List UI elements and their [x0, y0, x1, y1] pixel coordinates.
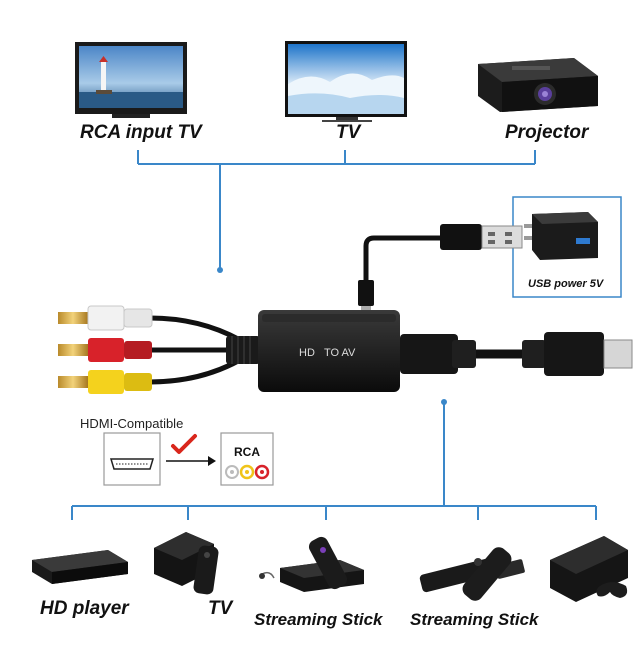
bottom-connector-dot	[441, 399, 447, 405]
rca-target-label: RCA	[234, 445, 260, 459]
rca-strain-relief	[226, 336, 260, 364]
usb-plug-icon	[440, 224, 523, 250]
micro-usb-plug-icon	[358, 280, 374, 312]
roku-box-icon	[259, 536, 364, 592]
hdmi-cable	[400, 332, 633, 376]
game-console-icon	[550, 536, 628, 602]
top-connector-dot	[217, 267, 223, 273]
top-connector-lines	[137, 150, 536, 268]
hd-player-icon	[32, 550, 128, 584]
rca-yellow-plug-icon	[58, 370, 152, 394]
bottom-device-label-streaming-stick-1: Streaming Stick	[254, 610, 383, 629]
check-icon	[171, 434, 197, 454]
bottom-device-label-streaming-stick-2: Streaming Stick	[410, 610, 539, 629]
bottom-device-label-hd-player: HD player	[40, 598, 129, 619]
top-device-label-rca-tv: RCA input TV	[80, 122, 202, 143]
usb-power-label: USB power 5V	[528, 278, 604, 290]
bottom-device-label-tv: TV	[208, 598, 233, 619]
fire-stick-icon	[419, 547, 525, 601]
rca-white-plug-icon	[58, 305, 153, 331]
flat-tv-icon	[285, 41, 407, 122]
crt-tv-lighthouse-icon	[75, 42, 187, 118]
arrow-right-icon	[166, 456, 216, 466]
converter-box	[258, 310, 400, 392]
hdmi-source-label: HDMI-Compatible	[80, 416, 184, 431]
rca-jack-icons	[225, 464, 270, 480]
converter-label-left: HD	[299, 347, 315, 359]
rca-cables	[147, 315, 243, 385]
projector-icon	[478, 58, 598, 112]
usb-power-adapter-icon	[524, 212, 598, 260]
usb-cable	[363, 235, 443, 301]
hdmi-port-icon	[109, 458, 155, 470]
bottom-connector-lines	[71, 404, 597, 520]
apple-tv-box-icon	[154, 532, 219, 595]
converter-label-right: TO AV	[324, 347, 356, 359]
rca-red-plug-icon	[58, 338, 152, 362]
top-device-label-tv: TV	[336, 122, 361, 143]
top-device-label-projector: Projector	[505, 122, 589, 143]
